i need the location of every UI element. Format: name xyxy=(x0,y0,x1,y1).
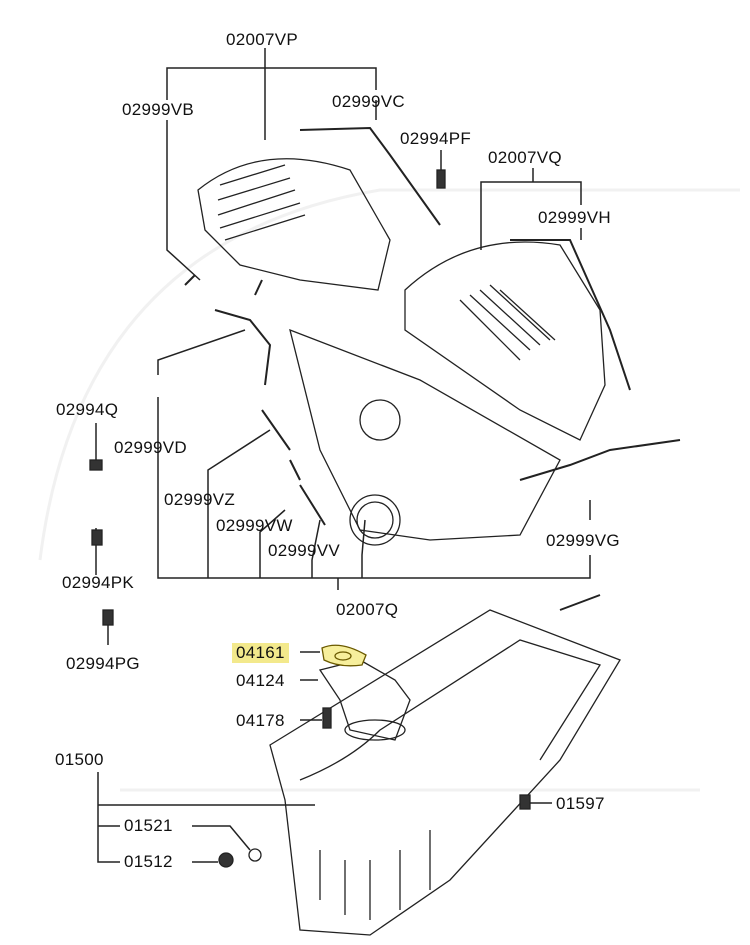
part-label-02994Q[interactable]: 02994Q xyxy=(56,400,119,419)
part-label-04124[interactable]: 04124 xyxy=(236,671,285,690)
watermark xyxy=(38,188,740,792)
part-label-02999VG[interactable]: 02999VG xyxy=(546,531,620,550)
leader-lines xyxy=(95,48,591,863)
lower-timing-cover xyxy=(404,241,606,441)
part-label-02999VV[interactable]: 02999VV xyxy=(268,541,341,560)
part-label-02999VH[interactable]: 02999VH xyxy=(538,208,611,227)
upper-timing-cover xyxy=(197,158,391,291)
gasket-04161 xyxy=(321,644,367,667)
part-label-02999VC[interactable]: 02999VC xyxy=(332,92,405,111)
oil-pan xyxy=(269,594,621,936)
part-label-02994PG[interactable]: 02994PG xyxy=(66,654,140,673)
part-label-01512[interactable]: 01512 xyxy=(124,852,173,871)
part-label-01521[interactable]: 01521 xyxy=(124,816,173,835)
timing-belt-rear-cover xyxy=(289,328,561,546)
part-label-02999VB[interactable]: 02999VB xyxy=(122,100,195,119)
part-label-02994PK[interactable]: 02994PK xyxy=(62,573,135,592)
part-label-02999VZ[interactable]: 02999VZ xyxy=(164,490,236,509)
part-label-01500[interactable]: 01500 xyxy=(55,750,104,769)
part-label-04178[interactable]: 04178 xyxy=(236,711,285,730)
part-label-02999VW[interactable]: 02999VW xyxy=(216,516,293,535)
part-label-02994PF[interactable]: 02994PF xyxy=(400,129,472,148)
part-label-02999VD[interactable]: 02999VD xyxy=(114,438,187,457)
part-label-01597[interactable]: 01597 xyxy=(556,794,605,813)
oil-strainer xyxy=(318,659,411,741)
part-label-04161-highlighted[interactable]: 04161 xyxy=(232,643,289,663)
gaskets xyxy=(184,126,681,526)
part-label-02007Q[interactable]: 02007Q xyxy=(336,600,399,619)
bolts xyxy=(89,169,531,868)
part-label-02007VQ[interactable]: 02007VQ xyxy=(488,148,562,167)
part-label-02007VP[interactable]: 02007VP xyxy=(226,30,299,49)
